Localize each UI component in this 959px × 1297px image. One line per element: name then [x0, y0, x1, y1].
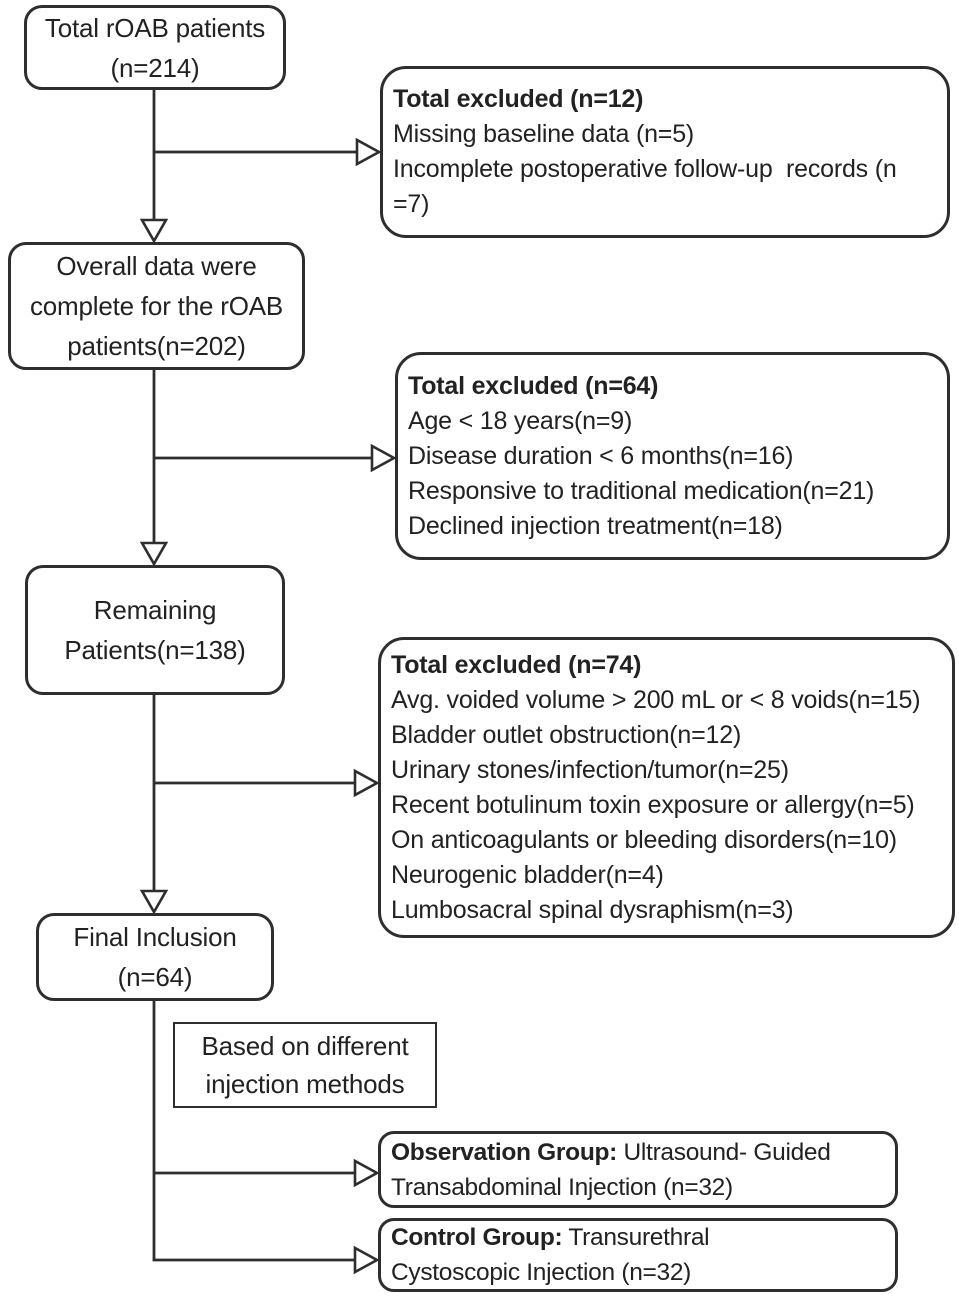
node-observation-group: Observation Group: Ultrasound- Guided Tr…	[378, 1131, 898, 1208]
group-text: Ultrasound- Guided	[617, 1138, 831, 1166]
group-text: Cystoscopic Injection (n=32)	[391, 1259, 692, 1286]
group-title: Observation Group:	[391, 1138, 618, 1166]
group-line: Observation Group: Ultrasound- Guided	[391, 1135, 889, 1170]
node-text: Based on different	[201, 1031, 409, 1061]
node-excluded-3: Total excluded (n=74) Avg. voided volume…	[378, 637, 955, 938]
exclusion-item: =7)	[393, 190, 430, 218]
node-text: Patients(n=138)	[64, 635, 246, 665]
node-final-inclusion: Final Inclusion (n=64)	[36, 913, 274, 1001]
exclusion-title: Total excluded (n=74)	[391, 650, 642, 679]
node-text: Remaining	[93, 595, 217, 625]
exclusion-item: Age < 18 years(n=9)	[408, 406, 633, 435]
node-overall-complete: Overall data were complete for the rOAB …	[8, 242, 305, 370]
exclusion-title: Total excluded (n=64)	[408, 371, 659, 400]
arrowhead-right-control	[353, 1245, 380, 1275]
node-text: Final Inclusion	[73, 922, 237, 952]
exclusion-item: Bladder outlet obstruction(n=12)	[391, 720, 742, 749]
node-control-group: Control Group: Transurethral Cystoscopic…	[378, 1218, 898, 1292]
exclusion-item: Responsive to traditional medication(n=2…	[408, 476, 875, 505]
node-remaining-patients: Remaining Patients(n=138)	[25, 565, 285, 695]
arrowhead-right-observation	[353, 1158, 380, 1188]
exclusion-item: Recent botulinum toxin exposure or aller…	[391, 790, 915, 819]
node-text: injection methods	[205, 1069, 405, 1099]
node-total-patients: Total rOAB patients (n=214)	[24, 5, 286, 90]
exclusion-item: Incomplete postoperative follow-up recor…	[393, 155, 897, 183]
group-title: Control Group:	[391, 1224, 563, 1251]
arrowhead-right-excluded2	[370, 443, 397, 473]
exclusion-item: Avg. voided volume > 200 mL or < 8 voids…	[391, 685, 921, 714]
group-text: Transurethral	[562, 1224, 710, 1251]
arrowhead-down-overall	[139, 218, 169, 244]
exclusion-item: Urinary stones/infection/tumor(n=25)	[391, 755, 789, 784]
node-method-label: Based on different injection methods	[173, 1022, 437, 1108]
arrowhead-right-excluded3	[353, 768, 380, 798]
node-text: (n=214)	[110, 52, 200, 83]
exclusion-item: Lumbosacral spinal dysraphism(n=3)	[391, 895, 794, 924]
group-text: Transabdominal Injection (n=32)	[391, 1173, 733, 1201]
node-excluded-2: Total excluded (n=64) Age < 18 years(n=9…	[395, 352, 950, 560]
arrowhead-down-remaining	[139, 541, 169, 567]
node-text: (n=64)	[117, 962, 193, 992]
arrowhead-down-final	[139, 889, 169, 915]
node-text: patients(n=202)	[67, 331, 246, 361]
exclusion-title: Total excluded (n=12)	[393, 85, 644, 113]
exclusion-item: Declined injection treatment(n=18)	[408, 511, 783, 540]
exclusion-item: Disease duration < 6 months(n=16)	[408, 441, 794, 470]
node-text: complete for the rOAB	[29, 291, 284, 321]
node-excluded-1: Total excluded (n=12) Missing baseline d…	[380, 66, 950, 238]
node-text: Overall data were	[56, 251, 257, 281]
exclusion-item: Neurogenic bladder(n=4)	[391, 860, 664, 889]
arrowhead-right-excluded1	[355, 137, 382, 167]
group-line: Control Group: Transurethral	[391, 1220, 889, 1255]
exclusion-item: On anticoagulants or bleeding disorders(…	[391, 825, 897, 854]
exclusion-item: Missing baseline data (n=5)	[393, 120, 695, 148]
node-text: Total rOAB patients	[44, 12, 266, 43]
